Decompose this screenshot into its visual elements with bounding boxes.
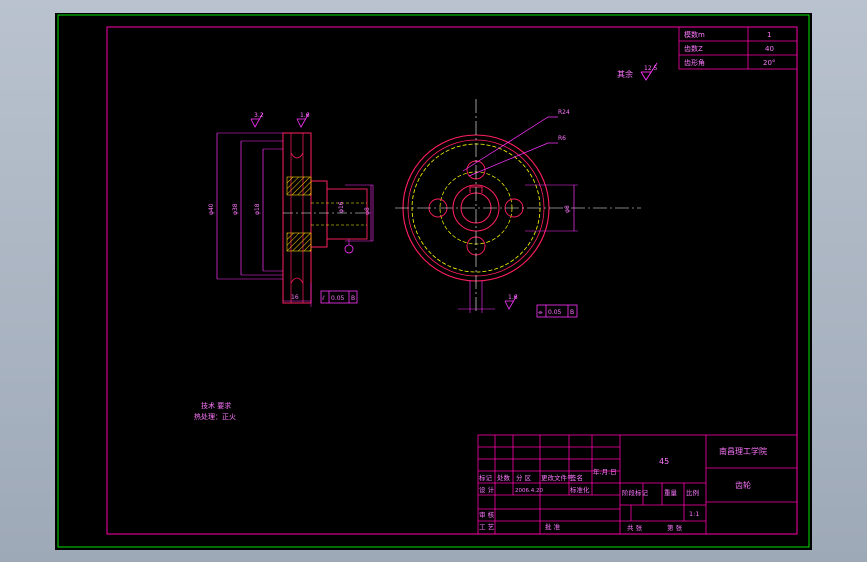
side-dim-keyway: 16 bbox=[291, 294, 299, 301]
tb-label-sheets-total: 共 张 bbox=[627, 523, 643, 532]
side-tolerance-frame: ⫽ 0.05 B bbox=[320, 290, 358, 304]
svg-text:0.05: 0.05 bbox=[548, 309, 562, 316]
tb-label-mark: 标记 bbox=[479, 473, 493, 482]
tech-notes-heat: 热处理：正火 bbox=[194, 412, 236, 421]
front-view bbox=[395, 99, 641, 313]
param-value-angle: 20° bbox=[763, 59, 775, 67]
front-leader-r24: R24 bbox=[558, 109, 570, 116]
tb-design-date: 2006.4.20 bbox=[515, 488, 543, 494]
tb-label-date: 年.月.日 bbox=[593, 467, 617, 476]
tb-label-weight: 重量 bbox=[664, 489, 678, 497]
drawing-canvas[interactable]: 模数m 1 齿数Z 40 齿形角 20° 其余 12.5 bbox=[55, 13, 812, 550]
roughness-rest-symbol: 其余 12.5 bbox=[617, 62, 658, 81]
gear-parameter-table bbox=[678, 26, 798, 70]
tb-label-zone: 分 区 bbox=[516, 473, 532, 482]
param-label-module: 模数m bbox=[684, 30, 705, 39]
front-leader-r6: R6 bbox=[558, 135, 566, 142]
tb-label-design: 设 计 bbox=[479, 485, 495, 494]
side-roughness-a: 3.2 bbox=[254, 112, 264, 119]
side-dim-root: φ18 bbox=[254, 203, 261, 215]
title-drawing-name: 齿轮 bbox=[735, 480, 751, 490]
sheet-outer-border bbox=[57, 14, 810, 548]
tb-label-sheet-no: 第 张 bbox=[667, 523, 683, 532]
tb-label-approve: 批 准 bbox=[545, 522, 561, 531]
tb-label-change: 更改文件号 bbox=[541, 473, 574, 482]
title-school: 南昌理工学院 bbox=[719, 446, 767, 456]
side-roughness-b: 1.6 bbox=[300, 112, 310, 119]
side-dim-pitch: φ38 bbox=[232, 203, 239, 215]
tb-label-review: 审 核 bbox=[479, 510, 495, 519]
drawing-frame bbox=[106, 26, 798, 535]
svg-text:⌯: ⌯ bbox=[538, 309, 543, 316]
svg-text:0.05: 0.05 bbox=[331, 295, 345, 302]
title-scale: 1:1 bbox=[689, 510, 699, 518]
svg-text:B: B bbox=[570, 309, 574, 316]
svg-text:B: B bbox=[351, 295, 355, 302]
front-roughness: 1.6 bbox=[508, 294, 518, 301]
param-label-teeth: 齿数Z bbox=[684, 44, 703, 53]
title-block bbox=[477, 434, 798, 535]
tb-label-sign: 签名 bbox=[570, 473, 583, 482]
tb-label-ratio: 比例 bbox=[686, 488, 699, 497]
svg-text:其余: 其余 bbox=[617, 69, 633, 79]
side-dim-hub: φ8 bbox=[364, 207, 371, 215]
tb-label-count: 处数 bbox=[497, 473, 511, 482]
title-part-name: 45 bbox=[659, 457, 669, 466]
front-dim-height: φ8 bbox=[564, 205, 571, 213]
side-dim-mid: φ16 bbox=[338, 201, 345, 213]
param-value-teeth: 40 bbox=[765, 45, 774, 53]
cad-drawing: 模数m 1 齿数Z 40 齿形角 20° 其余 12.5 bbox=[57, 14, 810, 548]
svg-text:12.5: 12.5 bbox=[644, 65, 658, 72]
param-value-module: 1 bbox=[767, 31, 771, 39]
param-label-angle: 齿形角 bbox=[684, 58, 705, 67]
side-dim-outer: φ40 bbox=[208, 203, 215, 215]
svg-text:⫽: ⫽ bbox=[321, 295, 325, 302]
side-view bbox=[216, 112, 374, 307]
tb-label-process: 工 艺 bbox=[479, 523, 495, 531]
front-tolerance-frame: ⌯ 0.05 B bbox=[536, 304, 578, 318]
tb-design-std: 标准化 bbox=[570, 485, 590, 494]
tech-notes-title: 技术 要求 bbox=[201, 401, 231, 410]
tb-label-stage: 阶段标记 bbox=[622, 488, 649, 497]
